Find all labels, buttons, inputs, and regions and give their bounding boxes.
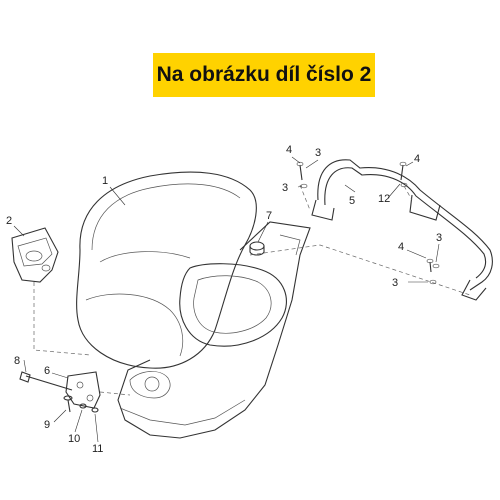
callout-4a: 4 — [286, 144, 292, 156]
callout-12: 12 — [378, 193, 390, 205]
callout-1: 1 — [102, 175, 108, 187]
scooter-frame — [117, 221, 311, 439]
callout-2: 2 — [6, 215, 12, 227]
part-2-cover — [11, 227, 59, 283]
callout-3a: 3 — [315, 147, 321, 159]
callout-5: 5 — [349, 195, 355, 207]
callout-8: 8 — [14, 355, 20, 367]
callout-4c: 4 — [398, 241, 404, 253]
callout-7: 7 — [266, 210, 272, 222]
part-7-plug — [249, 241, 265, 256]
callout-3d: 3 — [392, 277, 398, 289]
callout-3b: 3 — [282, 182, 288, 194]
callout-6: 6 — [44, 365, 50, 377]
callout-10: 10 — [68, 433, 80, 445]
callout-11: 11 — [92, 443, 103, 455]
highlight-banner: Na obrázku díl číslo 2 — [153, 53, 375, 97]
part-5-rack — [311, 159, 493, 301]
banner-text: Na obrázku díl číslo 2 — [156, 63, 372, 86]
callout-3c: 3 — [436, 232, 442, 244]
callout-4b: 4 — [414, 153, 420, 165]
callout-9: 9 — [44, 419, 50, 431]
callout-numbers: 1 2 7 4 3 3 4 12 5 4 3 3 6 8 9 10 11 — [6, 144, 442, 455]
leader-lines — [13, 156, 440, 443]
rack-fasteners — [296, 161, 440, 285]
part-8-bolt — [19, 371, 73, 391]
fasteners-9-10-11 — [63, 395, 99, 413]
part-1-seat — [76, 171, 257, 369]
assembly-lines — [33, 184, 471, 396]
